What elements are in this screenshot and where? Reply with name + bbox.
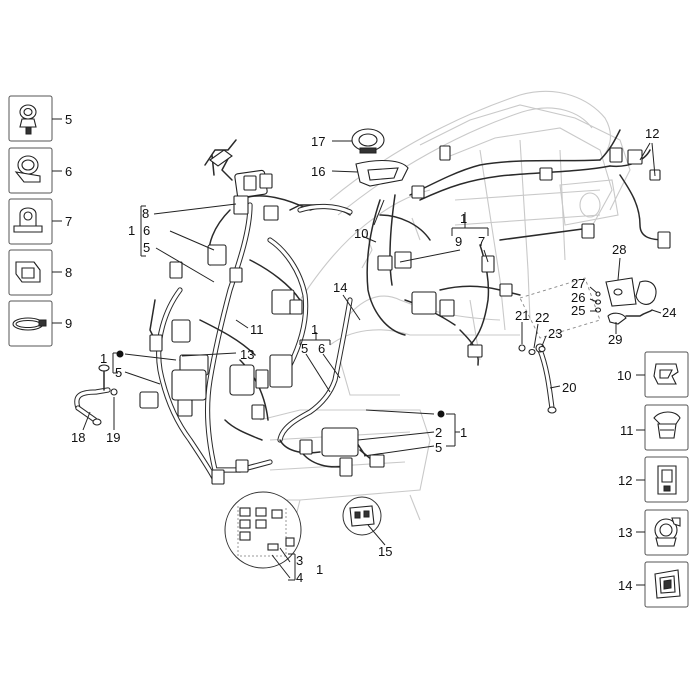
callout-26[interactable]: 26 (571, 290, 585, 305)
frame-outline-icon (240, 90, 631, 541)
legend-item-8[interactable]: 8 (8, 249, 72, 296)
legend-item-9[interactable]: 9 (8, 300, 72, 347)
harness-icon (139, 139, 353, 485)
harness-icon (277, 129, 671, 477)
callout-6[interactable]: 6 (318, 341, 325, 356)
label-10: 10 (617, 368, 631, 383)
callout-labels: 8 1 6 5 11 13 1 5 18 19 17 16 10 14 1 9 … (71, 126, 676, 585)
callout-17[interactable]: 17 (311, 134, 325, 149)
callout-24[interactable]: 24 (662, 305, 676, 320)
callout-15[interactable]: 15 (378, 544, 392, 559)
callout-2[interactable]: 2 (435, 425, 442, 440)
callout-3[interactable]: 3 (296, 553, 303, 568)
clip-icon (654, 517, 681, 547)
label-14: 14 (618, 578, 632, 593)
bullet-marker-icon (437, 410, 445, 418)
callout-1[interactable]: 1 (460, 211, 467, 226)
callout-19[interactable]: 19 (106, 430, 120, 445)
callout-21[interactable]: 21 (515, 308, 529, 323)
label-11: 11 (620, 423, 634, 438)
leader-lines (82, 140, 662, 581)
callout-5[interactable]: 5 (143, 240, 150, 255)
legend-item-13[interactable]: 13 (618, 509, 689, 556)
callout-13[interactable]: 13 (240, 347, 254, 362)
fuse-box-icon (224, 491, 382, 569)
clip-icon (653, 411, 681, 439)
label-6: 6 (65, 164, 72, 179)
callout-27[interactable]: 27 (571, 276, 585, 291)
bullet-marker-icon (116, 350, 124, 358)
legend-item-5[interactable]: 5 (8, 95, 72, 142)
legend-item-12[interactable]: 12 (618, 456, 689, 503)
harness-icon (74, 364, 111, 426)
bolt-icon (110, 388, 118, 396)
callout-6[interactable]: 6 (143, 223, 150, 238)
callout-10[interactable]: 10 (354, 226, 368, 241)
callout-28[interactable]: 28 (612, 242, 626, 257)
connector-icon (657, 465, 677, 495)
callout-14[interactable]: 14 (333, 280, 347, 295)
harness-icon (535, 343, 557, 414)
callout-1[interactable]: 1 (460, 425, 467, 440)
callout-5[interactable]: 5 (435, 440, 442, 455)
label-8: 8 (65, 265, 72, 280)
clip-icon (14, 155, 41, 183)
callout-5[interactable]: 5 (115, 365, 122, 380)
clip-icon (351, 128, 385, 154)
label-5: 5 (65, 112, 72, 127)
callout-12[interactable]: 12 (645, 126, 659, 141)
legend-right: 10 11 12 (617, 351, 689, 608)
clamp-icon (19, 104, 37, 135)
clip-icon (13, 207, 43, 233)
clamp-icon (594, 277, 657, 325)
label-7: 7 (65, 214, 72, 229)
clamp-icon (355, 159, 409, 187)
bolt-icon (518, 344, 546, 356)
callout-7[interactable]: 7 (478, 234, 485, 249)
label-9: 9 (65, 316, 72, 331)
clamp-icon (15, 261, 41, 283)
legend-item-10[interactable]: 10 (617, 351, 689, 398)
cable-tie-icon (12, 317, 47, 331)
legend-item-6[interactable]: 6 (8, 147, 72, 194)
legend-item-7[interactable]: 7 (8, 198, 72, 245)
callout-20[interactable]: 20 (562, 380, 576, 395)
callout-1[interactable]: 1 (316, 562, 323, 577)
callout-4[interactable]: 4 (296, 570, 303, 585)
clip-icon (654, 569, 681, 599)
callout-25[interactable]: 25 (571, 303, 585, 318)
callout-9[interactable]: 9 (455, 234, 462, 249)
label-13: 13 (618, 525, 632, 540)
callout-5[interactable]: 5 (301, 341, 308, 356)
callout-23[interactable]: 23 (548, 326, 562, 341)
legend-item-14[interactable]: 14 (618, 561, 689, 608)
clip-icon (653, 363, 679, 385)
legend-item-11[interactable]: 11 (620, 404, 689, 451)
callout-1[interactable]: 1 (311, 322, 318, 337)
callout-22[interactable]: 22 (535, 310, 549, 325)
callout-1[interactable]: 1 (100, 351, 107, 366)
label-12: 12 (618, 473, 632, 488)
legend-left: 5 6 7 (8, 95, 72, 347)
callout-8[interactable]: 8 (142, 206, 149, 221)
callout-1[interactable]: 1 (128, 223, 135, 238)
callout-11[interactable]: 11 (250, 322, 264, 337)
callout-29[interactable]: 29 (608, 332, 622, 347)
callout-18[interactable]: 18 (71, 430, 85, 445)
callout-16[interactable]: 16 (311, 164, 325, 179)
